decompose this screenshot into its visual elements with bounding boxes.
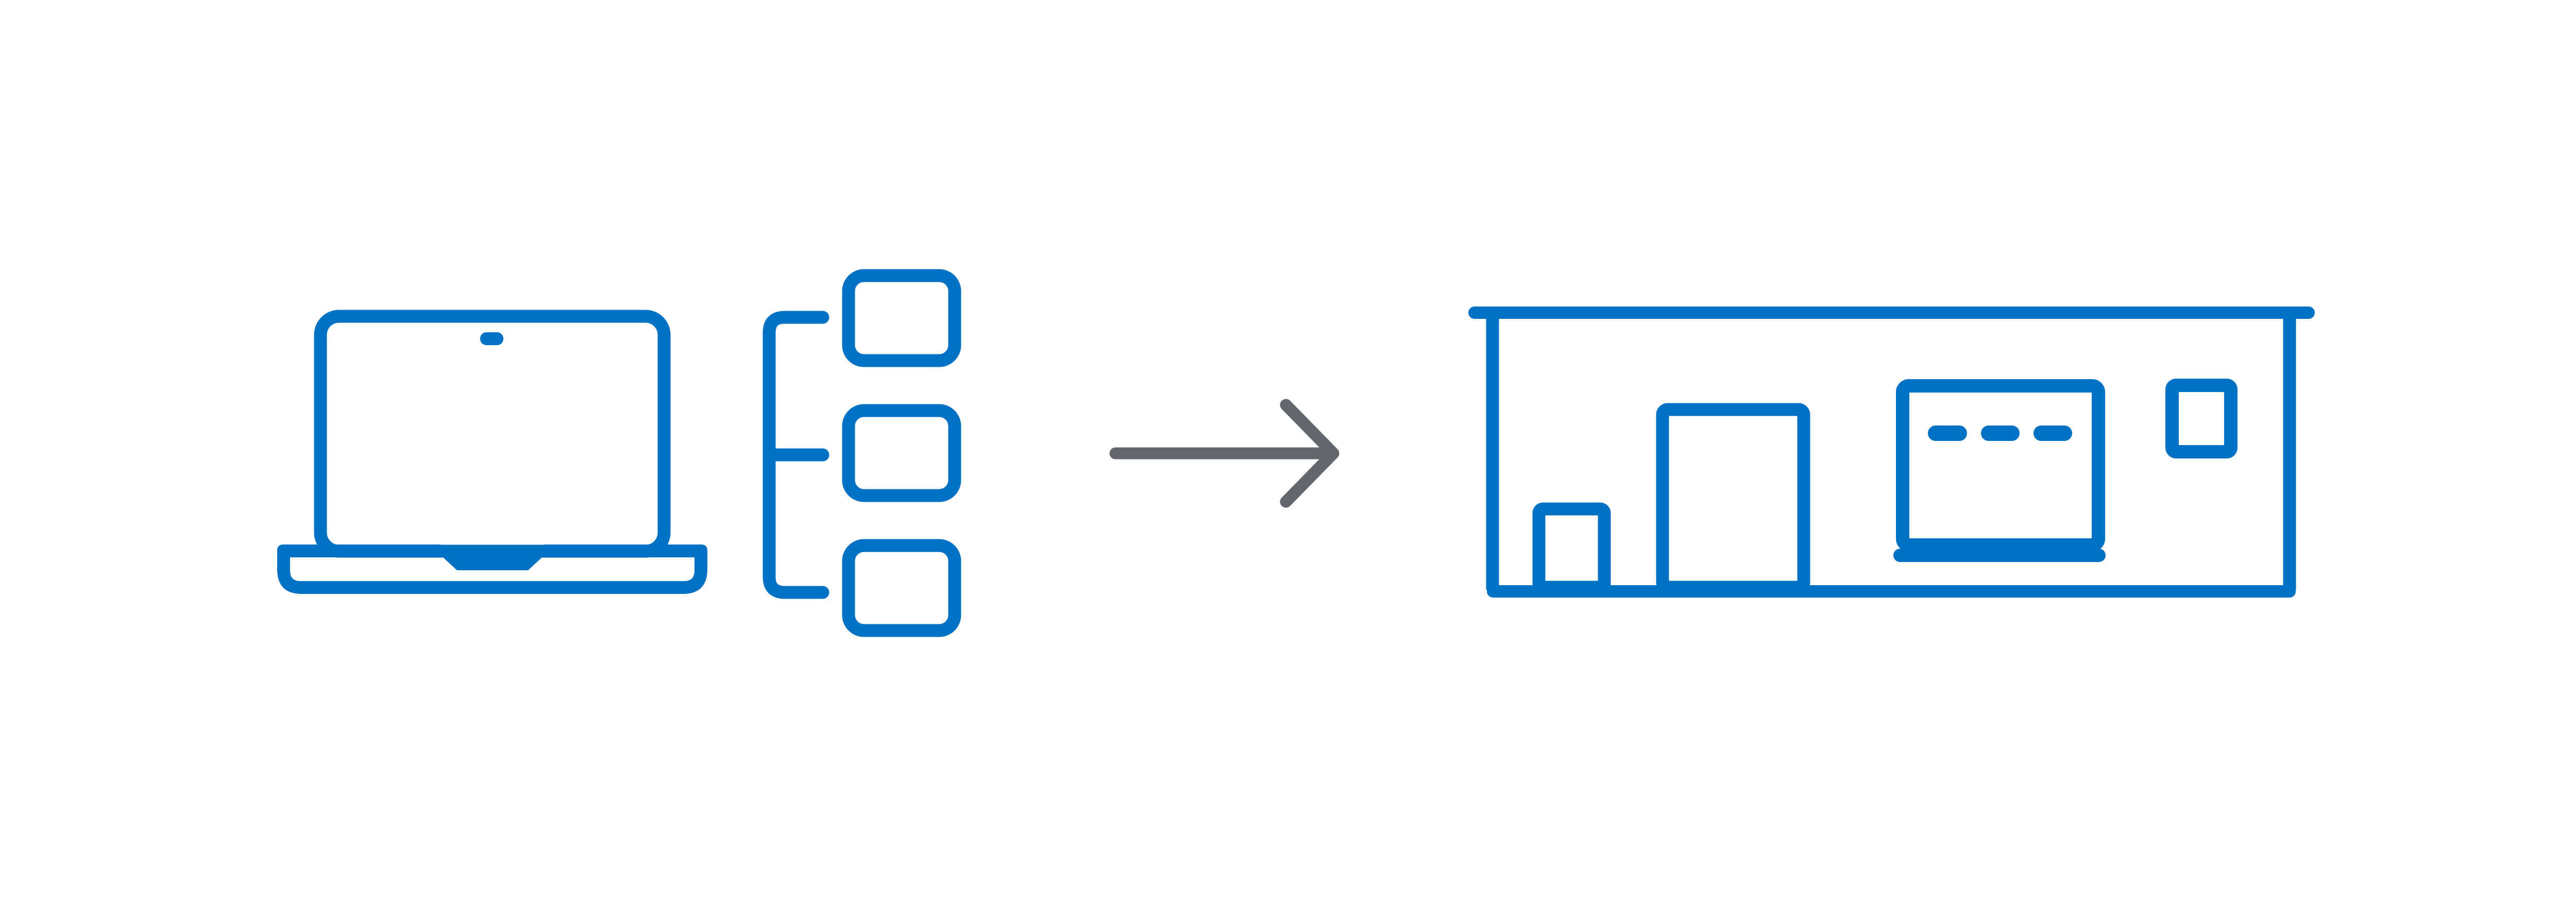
window-dash-3 [2033,426,2072,441]
building-door [1656,403,1810,594]
hierarchy-node-middle [842,404,961,502]
hierarchy-tree-icon [762,269,961,637]
laptop-screen [314,310,671,558]
hierarchy-connector-lines [762,311,829,599]
window-dash-1 [1928,426,1967,441]
window-dashes [1928,426,2072,441]
building-window [1896,379,2105,552]
laptop-icon [277,310,707,594]
hierarchy-node-top [842,269,961,367]
hierarchy-node-bottom [842,539,961,637]
arrow-right-icon [1109,399,1340,508]
building-small-window [2165,379,2238,458]
laptop-base [277,544,707,594]
laptop-camera-dot [480,332,503,345]
arrow-head [1280,399,1340,508]
building-small-box [1532,502,1611,594]
window-dash-2 [1981,426,2020,441]
building-icon [1468,307,2315,598]
